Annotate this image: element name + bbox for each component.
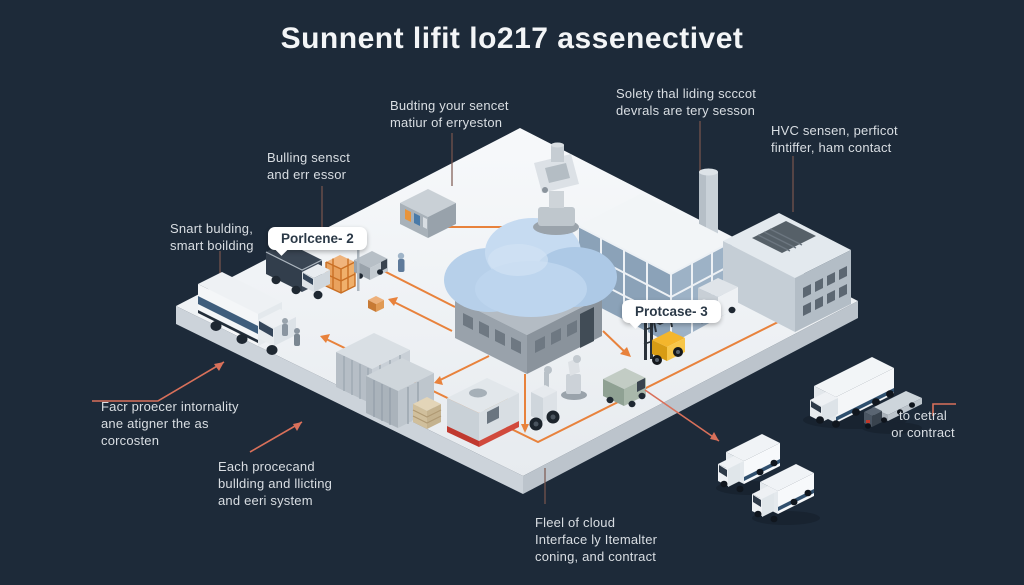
box-truck-1 — [718, 434, 780, 493]
label-building-sensor-left: Bulling sensct and err essor — [267, 150, 351, 183]
cloud-icon — [444, 218, 617, 317]
badge-process-3: Protcase- 3 — [622, 300, 721, 323]
van-gray — [354, 251, 388, 280]
utility-vehicle — [603, 368, 646, 408]
label-to-central: to cetral or contract — [891, 408, 955, 441]
badge-process-2: Porlcene- 2 — [268, 227, 367, 250]
label-safety-devices: Solety thal liding scccot devrals are te… — [616, 86, 757, 119]
robotic-arm-icon — [533, 142, 579, 235]
flatbed-truck — [864, 391, 922, 429]
sensor-machine — [400, 189, 456, 238]
flow-arrows — [92, 361, 956, 453]
label-factory-internality: Facr proecer intornality ane atigner the… — [101, 399, 239, 449]
diagram-title: Sunnent lifit lo217 assenectivet — [280, 22, 744, 55]
box-truck-2 — [752, 464, 814, 523]
factory-windows — [803, 266, 847, 316]
mobile-robot — [529, 366, 560, 431]
pallet-stack — [412, 397, 442, 429]
robot-arm-small — [561, 355, 587, 400]
building-windows — [463, 313, 577, 354]
label-hvac-contact: HVC sensen, perficot fintiffer, ham cont… — [771, 123, 898, 156]
delivery-truck-white — [198, 272, 296, 355]
label-each-process: Each procecand bullding and llicting and… — [218, 459, 333, 509]
building-door — [580, 307, 594, 348]
factory-chimney — [699, 168, 718, 238]
semi-truck — [810, 357, 894, 428]
small-parcel-box — [368, 296, 384, 312]
factory-building — [723, 213, 851, 332]
label-building-sensor-top: Budting your sencet matiur of erryeston — [390, 98, 509, 131]
agv-machine — [447, 378, 519, 447]
cargo-crate-orange — [325, 255, 356, 294]
label-fleet-cloud: Fleel of cloud Interface ly Itemalter co… — [535, 515, 658, 565]
worker-figures — [282, 230, 405, 346]
label-smart-building: Snart bulding, smart boilding — [170, 221, 254, 254]
